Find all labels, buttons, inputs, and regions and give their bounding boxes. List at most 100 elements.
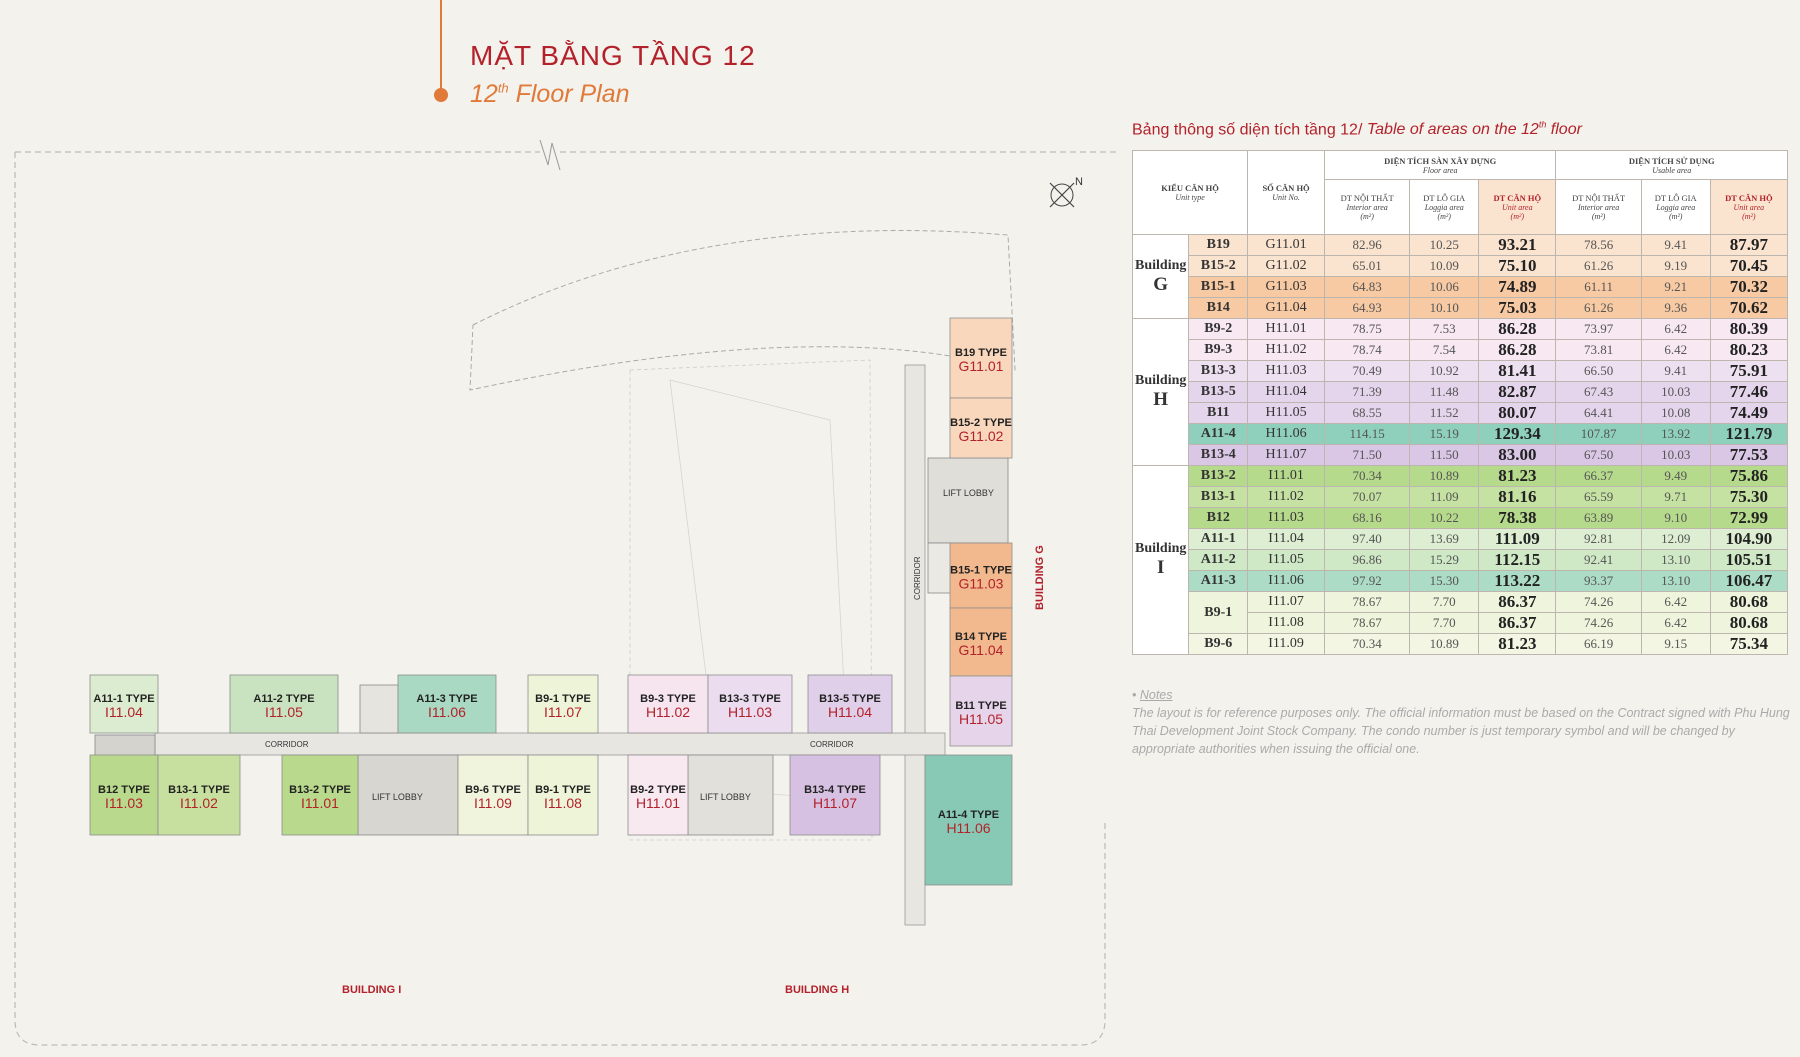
cell-type: B13-3 (1188, 360, 1249, 382)
cell-ui: 61.26 (1555, 255, 1642, 277)
lift-lobby-label-h: LIFT LOBBY (700, 792, 751, 802)
unit-type-label: B11 TYPE (955, 700, 1006, 712)
cell-fi: 70.34 (1323, 465, 1411, 487)
cell-fu: 112.15 (1478, 549, 1557, 571)
cell-ul: 9.36 (1640, 297, 1711, 319)
cell-fl: 10.92 (1409, 360, 1480, 382)
cell-type: B13-1 (1188, 486, 1249, 508)
unit-number-label: I11.02 (180, 795, 218, 811)
unit-type-label: B13-3 TYPE (719, 693, 781, 705)
corridor-label-h: CORRIDOR (810, 740, 854, 749)
unit-number-label: I11.08 (544, 795, 582, 811)
unit-block (397, 674, 497, 734)
podium-roof (469, 230, 1016, 391)
cell-fi: 70.07 (1323, 486, 1411, 508)
cell-fi: 68.16 (1323, 507, 1411, 529)
cell-ul: 10.08 (1640, 402, 1711, 424)
cell-uu: 104.90 (1709, 528, 1789, 550)
cell-no: I11.03 (1247, 507, 1325, 529)
cell-ul: 6.42 (1640, 318, 1711, 340)
cell-uu: 75.30 (1709, 486, 1789, 508)
unit-number-label: H11.05 (959, 711, 1003, 727)
cell-ui: 107.87 (1555, 423, 1642, 445)
cell-no: I11.01 (1247, 465, 1325, 487)
compass-north-label: N (1075, 176, 1083, 188)
compass: N (1049, 176, 1083, 208)
cell-ul: 13.10 (1640, 549, 1711, 571)
unit-block (527, 674, 599, 734)
cell-ui: 73.97 (1555, 318, 1642, 340)
page-title-en: 12th Floor Plan (470, 80, 630, 108)
unit-number-label: I11.01 (301, 795, 339, 811)
cell-no: G11.02 (1247, 255, 1325, 277)
cell-fl: 10.06 (1409, 276, 1480, 298)
cell-type: B9-2 (1188, 318, 1249, 340)
cell-fi: 82.96 (1323, 234, 1411, 256)
cell-no: I11.06 (1247, 570, 1325, 592)
cell-fi: 64.83 (1323, 276, 1411, 298)
unit-block (457, 754, 529, 836)
unit-type-label: B9-1 TYPE (535, 784, 591, 796)
unit-number-label: G11.03 (959, 576, 1004, 592)
cell-type: B11 (1188, 402, 1249, 424)
cell-ul: 10.03 (1640, 444, 1711, 466)
cell-no: I11.04 (1247, 528, 1325, 550)
cell-no: I11.08 (1247, 612, 1325, 634)
unit-block (281, 754, 359, 836)
lift-lobby-label-i: LIFT LOBBY (372, 792, 423, 802)
unit-number-label: G11.02 (959, 428, 1004, 444)
cell-fl: 10.10 (1409, 297, 1480, 319)
building-label-h: BUILDING H (785, 984, 849, 996)
cell-ul: 9.41 (1640, 360, 1711, 382)
cell-fu: 78.38 (1478, 507, 1557, 529)
cell-fi: 65.01 (1323, 255, 1411, 277)
cell-fu: 86.37 (1478, 612, 1557, 634)
cell-fl: 10.89 (1409, 633, 1480, 655)
cell-ui: 65.59 (1555, 486, 1642, 508)
unit-number-label: H11.07 (813, 795, 857, 811)
cell-ui: 61.11 (1555, 276, 1642, 298)
cell-ul: 6.42 (1640, 612, 1711, 634)
cell-ul: 10.03 (1640, 381, 1711, 403)
unit-type-label: B15-2 TYPE (950, 417, 1012, 429)
cell-ui: 74.26 (1555, 591, 1642, 613)
cell-ul: 9.41 (1640, 234, 1711, 256)
header-accent-dot (434, 88, 448, 102)
cell-ui: 64.41 (1555, 402, 1642, 424)
unit-block (949, 675, 1013, 747)
cell-uu: 80.68 (1709, 612, 1789, 634)
unit-block (89, 754, 159, 836)
cell-fl: 13.69 (1409, 528, 1480, 550)
cell-uu: 105.51 (1709, 549, 1789, 571)
unit-type-label: B13-2 TYPE (289, 784, 351, 796)
cell-no: G11.04 (1247, 297, 1325, 319)
cell-fl: 11.09 (1409, 486, 1480, 508)
cell-ul: 6.42 (1640, 339, 1711, 361)
cell-type: B13-5 (1188, 381, 1249, 403)
cell-ui: 66.19 (1555, 633, 1642, 655)
cell-fi: 96.86 (1323, 549, 1411, 571)
cell-uu: 75.91 (1709, 360, 1789, 382)
cell-ui: 92.41 (1555, 549, 1642, 571)
corridor-g (904, 364, 926, 926)
cell-ui: 63.89 (1555, 507, 1642, 529)
cell-uu: 72.99 (1709, 507, 1789, 529)
